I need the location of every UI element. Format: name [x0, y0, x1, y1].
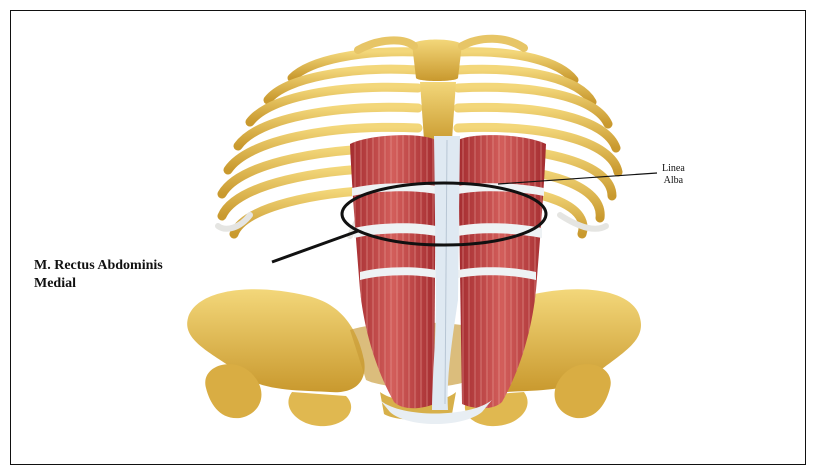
rectus-label: M. Rectus Abdominis Medial — [34, 257, 163, 293]
rectus-label-line1: M. Rectus Abdominis — [34, 257, 163, 275]
linea-alba-label: Linea Alba — [662, 163, 685, 187]
linea-label-line2: Alba — [662, 175, 685, 187]
linea-label-line1: Linea — [662, 163, 685, 175]
rectus-label-line2: Medial — [34, 275, 163, 293]
rectus-leader-line — [272, 231, 358, 262]
